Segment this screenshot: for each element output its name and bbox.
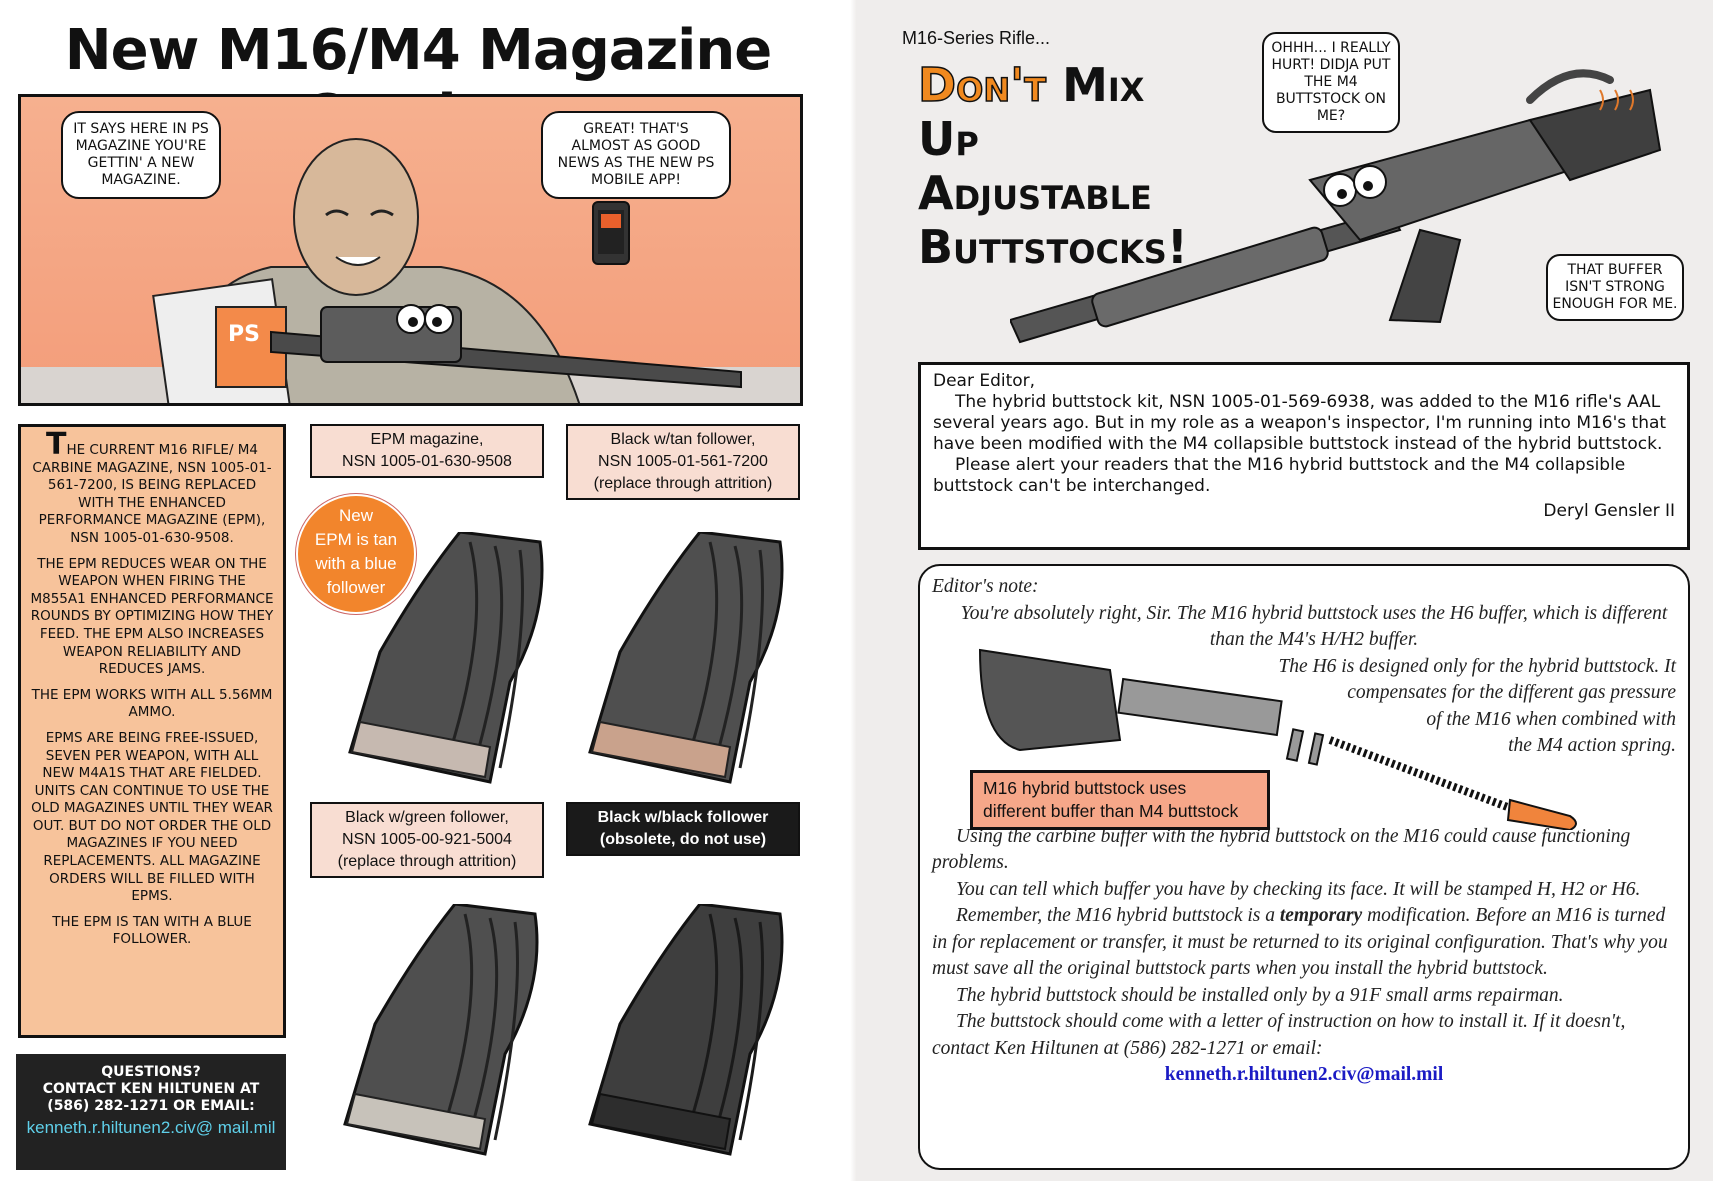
label-black-follower: Black w/black follower(obsolete, do not … [566,802,800,856]
questions-phone-line: (586) 282-1271 or email: [47,1098,255,1114]
editor-paragraph-2b: compensates for the different gas pressu… [1347,682,1676,703]
editor-paragraph-5: Remember, the M16 hybrid buttstock is a … [932,905,1668,979]
questions-contact-line: Contact Ken Hiltunen at [42,1081,260,1097]
letter-paragraph-2: Please alert your readers that the M16 h… [933,455,1626,496]
black-follower-magazine-illustration [588,904,784,1156]
letter-salutation: Dear Editor, [933,371,1036,391]
side-paragraph-4: EPMs are being free-issued, seven per we… [31,729,273,905]
right-page: M16-Series Rifle... Don't Mix Up Adjusta… [856,0,1713,1181]
sidebar-text-column: The current M16 rifle/ M4 carbine magazi… [18,424,286,1038]
ps-magazine-icon: PS [152,278,292,403]
label-epm-magazine: EPM magazine,NSN 1005-01-630-9508 [310,424,544,478]
rifle-character-illustration [1010,69,1662,344]
editor-paragraph-2a: The H6 is designed only for the hybrid b… [1278,655,1676,677]
article-title: Don't Mix Up Adjustable Buttstocks! [917,57,1188,274]
epm-magazine-illustration [348,532,544,784]
label-green-follower: Black w/green follower,NSN 1005-00-921-5… [310,802,544,878]
questions-contact-box: Questions? Contact Ken Hiltunen at (586)… [16,1054,286,1170]
editor-paragraph-1: You're absolutely right, Sir. The M16 hy… [960,602,1668,651]
letter-paragraph-1: The hybrid buttstock kit, NSN 1005-01-56… [933,392,1667,454]
speech-bubble-magazine: It says here in PS Magazine you're getti… [61,111,221,199]
editor-email-link[interactable]: kenneth.r.hiltunen2.civ@mail.mil [1164,1064,1444,1085]
letter-to-editor: Dear Editor, The hybrid buttstock kit, N… [918,362,1690,550]
side-paragraph-3: The EPM works with all 5.56mm ammo. [31,686,273,721]
editor-paragraph-3: Using the carbine buffer with the hybrid… [932,825,1631,874]
side-paragraph-1: The current M16 rifle/ M4 carbine magazi… [32,427,272,546]
left-page: New M16/M4 Magazine Coming PS [0,0,856,1181]
comic-panel-soldier: PS It says here in PS Magazine you're ge… [18,94,803,406]
page-fold [850,0,860,1181]
editor-note-title: Editor's note: [932,576,1039,597]
buttstock-buffer-illustration [978,648,1577,830]
side-paragraph-2: The EPM reduces wear on the weapon when … [30,555,274,678]
speech-bubble-hurt: Ohhh... I really hurt! Didja put the M4 … [1262,32,1400,133]
tan-follower-magazine-illustration [588,532,784,784]
side-paragraph-5: The EPM is tan with a blue follower. [52,913,252,948]
green-follower-magazine-illustration [343,904,539,1156]
editor-paragraph-6: The hybrid buttstock should be installed… [956,984,1564,1006]
phone-icon [592,201,630,265]
letter-signature: Deryl Gensler II [1543,501,1675,521]
questions-heading: Questions? [101,1064,201,1080]
svg-text:PS: PS [228,322,260,347]
rifle-character-icon [270,304,742,389]
questions-email-link[interactable]: kenneth.r.hiltunen2.civ@ mail.mil [26,1118,276,1137]
editor-paragraph-2c: of the M16 when combined with [1426,708,1676,730]
series-kicker: M16-Series Rifle... [902,28,1051,48]
editor-note-box: Editor's note: You're absolutely right, … [918,564,1690,1170]
editor-paragraph-4: You can tell which buffer you have by ch… [956,878,1641,900]
soldier-reading-illustration: PS [21,138,800,403]
speech-bubble-great: Great! That's almost as good news as the… [541,111,731,199]
label-tan-follower: Black w/tan follower,NSN 1005-01-561-720… [566,424,800,500]
editor-paragraph-7: The buttstock should come with a letter … [932,1011,1626,1059]
editor-paragraph-2d: the M4 action spring. [1508,735,1676,756]
speech-bubble-buffer: That buffer isn't strong enough for me. [1546,254,1684,321]
buffer-callout-label: M16 hybrid buttstock uses different buff… [970,770,1270,830]
